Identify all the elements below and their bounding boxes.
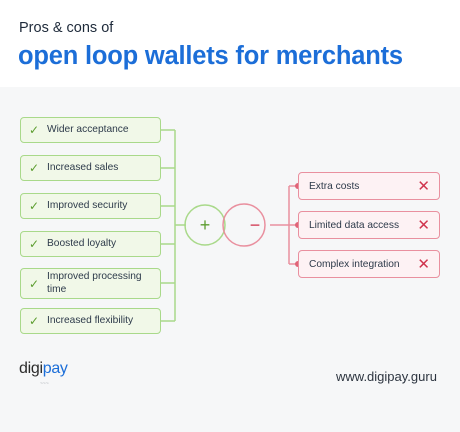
pro-item: ✓ Boosted loyalty: [20, 231, 161, 257]
pro-item-label: Boosted loyalty: [47, 237, 117, 249]
x-icon: ✕: [417, 255, 430, 273]
brand-suffix: pay: [42, 360, 68, 377]
pro-item: ✓ Wider acceptance: [20, 117, 161, 143]
pro-item-label: Wider acceptance: [47, 123, 129, 135]
brand-tagline: ~~~: [40, 381, 49, 387]
con-item-label: Extra costs: [309, 180, 360, 192]
pro-item-label: Improved security: [47, 199, 128, 211]
brand-logo: digipay: [19, 360, 68, 378]
check-icon: ✓: [28, 123, 40, 137]
check-icon: ✓: [28, 237, 40, 251]
x-icon: ✕: [417, 177, 430, 195]
plus-circle: [184, 204, 226, 246]
plus-icon: +: [200, 215, 211, 235]
pro-item: ✓ Improved security: [20, 193, 161, 219]
cons-connectors: [270, 185, 298, 265]
con-item-label: Complex integration: [309, 258, 400, 270]
minus-circle: [222, 203, 266, 247]
x-icon: ✕: [417, 216, 430, 234]
pros-connectors: [161, 129, 186, 322]
con-item: Extra costs ✕: [298, 172, 440, 200]
minus-icon: −: [250, 215, 261, 235]
page-title: open loop wallets for merchants: [18, 42, 403, 70]
con-item-label: Limited data access: [309, 219, 400, 231]
pro-item: ✓ Increased sales: [20, 155, 161, 181]
pro-item-label: Increased sales: [47, 161, 119, 173]
check-icon: ✓: [28, 276, 40, 291]
pro-item-label: Improved processing time: [47, 270, 142, 295]
brand-prefix: digi: [19, 360, 43, 377]
pro-item: ✓ Increased flexibility: [20, 308, 161, 334]
website-url: www.digipay.guru: [336, 369, 437, 384]
check-icon: ✓: [28, 314, 40, 328]
check-icon: ✓: [28, 199, 40, 213]
con-item: Complex integration ✕: [298, 250, 440, 278]
pro-item: ✓ Improved processing time: [20, 268, 161, 299]
check-icon: ✓: [28, 161, 40, 175]
pro-item-label: Increased flexibility: [47, 314, 134, 326]
kicker-text: Pros & cons of: [19, 20, 114, 36]
con-item: Limited data access ✕: [298, 211, 440, 239]
